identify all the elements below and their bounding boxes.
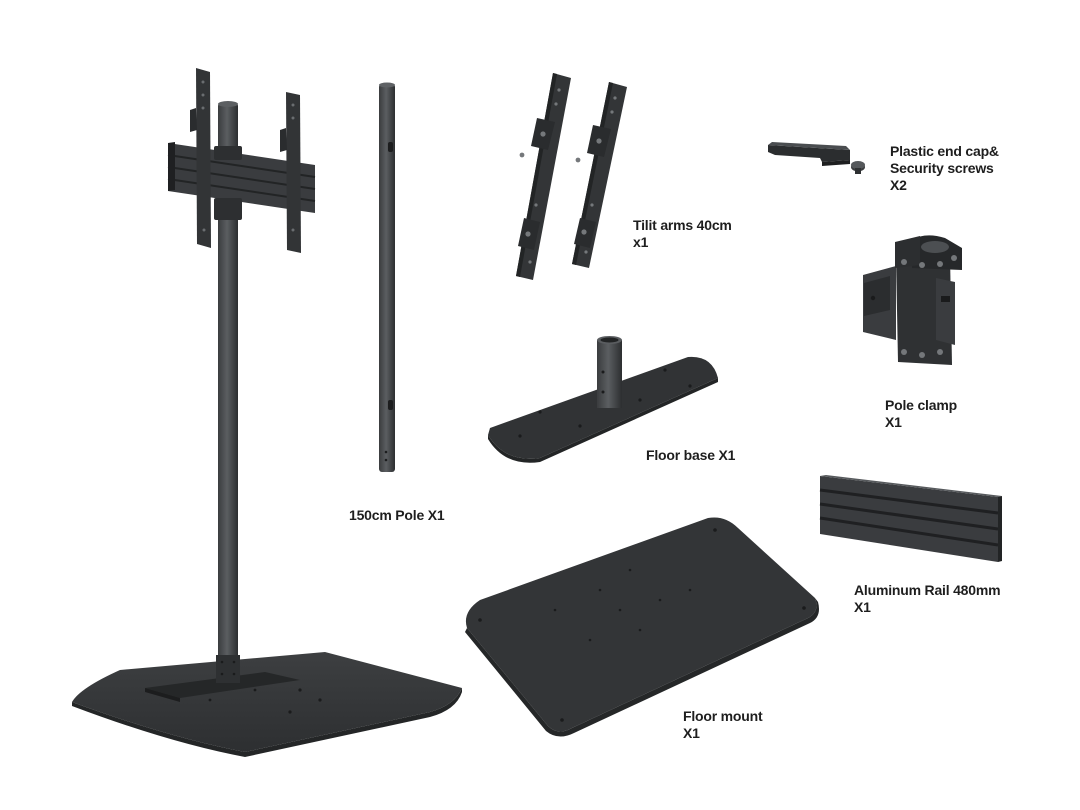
label-end-cap-line3: X2	[890, 177, 907, 193]
label-pole-clamp: Pole clamp X1	[885, 397, 957, 431]
label-pole-line1: 150cm Pole X1	[349, 507, 445, 523]
label-pole-clamp-line1: Pole clamp	[885, 397, 957, 413]
label-floor-mount: Floor mount X1	[683, 708, 763, 742]
label-pole-clamp-line2: X1	[885, 414, 902, 430]
label-end-cap-line1: Plastic end cap&	[890, 143, 999, 159]
label-end-cap-line2: Security screws	[890, 160, 994, 176]
label-floor-mount-line2: X1	[683, 725, 700, 741]
label-floor-mount-line1: Floor mount	[683, 708, 763, 724]
label-rail-line2: X1	[854, 599, 871, 615]
label-rail: Aluminum Rail 480mm X1	[854, 582, 1001, 616]
label-floor-base: Floor base X1	[646, 447, 735, 464]
label-rail-line1: Aluminum Rail 480mm	[854, 582, 1001, 598]
label-end-cap: Plastic end cap& Security screws X2	[890, 143, 999, 194]
label-tilt-arms: Tilit arms 40cm x1	[633, 217, 732, 251]
label-pole: 150cm Pole X1	[349, 507, 445, 524]
label-tilt-arms-line1: Tilit arms 40cm	[633, 217, 732, 233]
label-floor-base-line1: Floor base X1	[646, 447, 736, 463]
label-tilt-arms-line2: x1	[633, 234, 649, 250]
